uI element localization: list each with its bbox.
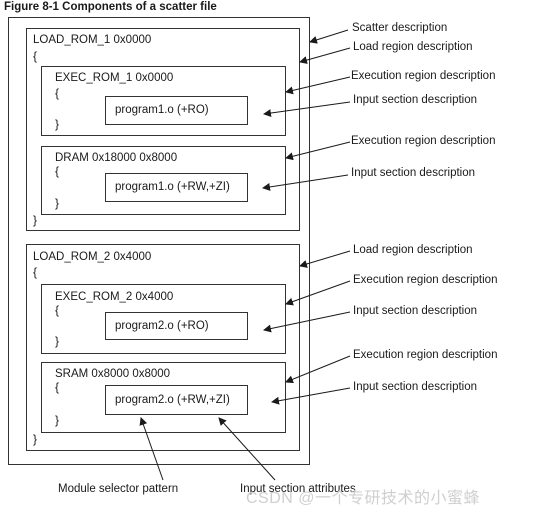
label-execution-region-4: Execution region description xyxy=(353,349,498,361)
input-section-box-1 xyxy=(105,96,248,125)
load-region-2-open-brace: { xyxy=(33,265,38,279)
execution-region-1-open-brace: { xyxy=(55,86,60,100)
label-load-region-1: Load region description xyxy=(353,41,473,53)
execution-region-4-close-brace: } xyxy=(55,413,60,427)
input-section-box-2 xyxy=(105,173,248,202)
arrow-exec-region-4 xyxy=(285,355,351,384)
label-load-region-2: Load region description xyxy=(353,244,473,256)
execution-region-3-header: EXEC_ROM_2 0x4000 xyxy=(55,291,174,303)
execution-region-1-close-brace: } xyxy=(55,117,60,131)
input-section-box-3 xyxy=(105,312,248,340)
arrow-load-region-1 xyxy=(299,47,351,64)
label-input-section-4: Input section description xyxy=(353,381,478,393)
arrow-module-selector-pattern xyxy=(139,417,164,481)
arrow-load-region-2 xyxy=(299,250,351,268)
load-region-1-header: LOAD_ROM_1 0x0000 xyxy=(33,34,152,46)
figure-title: Figure 8-1 Components of a scatter file xyxy=(4,1,217,13)
label-input-section-attributes: Input section attributes xyxy=(240,483,356,495)
execution-region-2-header: DRAM 0x18000 0x8000 xyxy=(55,152,178,164)
arrow-input-section-4 xyxy=(271,387,351,405)
load-region-1-close-brace: } xyxy=(33,213,38,227)
arrow-input-section-3 xyxy=(263,311,351,333)
load-region-2-header: LOAD_ROM_2 0x4000 xyxy=(33,251,152,263)
label-input-section-1: Input section description xyxy=(353,94,478,106)
label-input-section-2: Input section description xyxy=(351,167,476,179)
execution-region-2-open-brace: { xyxy=(55,164,60,178)
execution-region-2-close-brace: } xyxy=(55,196,60,210)
label-input-section-3: Input section description xyxy=(353,305,478,317)
input-section-box-4 xyxy=(105,385,248,415)
label-module-selector-pattern: Module selector pattern xyxy=(58,483,179,495)
load-region-1-open-brace: { xyxy=(33,49,38,63)
arrow-scatter-description xyxy=(309,29,349,44)
arrow-exec-region-3 xyxy=(285,280,351,306)
execution-region-3-close-brace: } xyxy=(55,334,60,348)
input-section-3-text: program2.o (+RO) xyxy=(115,320,209,332)
arrow-exec-region-2 xyxy=(285,141,351,161)
label-execution-region-1: Execution region description xyxy=(351,70,496,82)
arrow-input-section-2 xyxy=(262,174,349,191)
input-section-1-text: program1.o (+RO) xyxy=(115,104,209,116)
arrow-input-section-1 xyxy=(263,101,351,117)
input-section-2-text: program1.o (+RW,+ZI) xyxy=(115,181,230,193)
arrow-exec-region-1 xyxy=(285,76,351,95)
execution-region-4-header: SRAM 0x8000 0x8000 xyxy=(55,368,171,380)
execution-region-4-open-brace: { xyxy=(55,380,60,394)
load-region-2-close-brace: } xyxy=(33,432,38,446)
execution-region-1-header: EXEC_ROM_1 0x0000 xyxy=(55,72,174,84)
label-execution-region-2: Execution region description xyxy=(351,135,496,147)
arrow-input-section-attributes xyxy=(218,417,276,481)
label-execution-region-3: Execution region description xyxy=(353,274,498,286)
execution-region-3-open-brace: { xyxy=(55,303,60,317)
watermark: CSDN @一个专研技术的小蜜蜂 xyxy=(246,490,481,507)
input-section-4-text: program2.o (+RW,+ZI) xyxy=(115,394,230,406)
label-scatter-description: Scatter description xyxy=(352,22,448,34)
